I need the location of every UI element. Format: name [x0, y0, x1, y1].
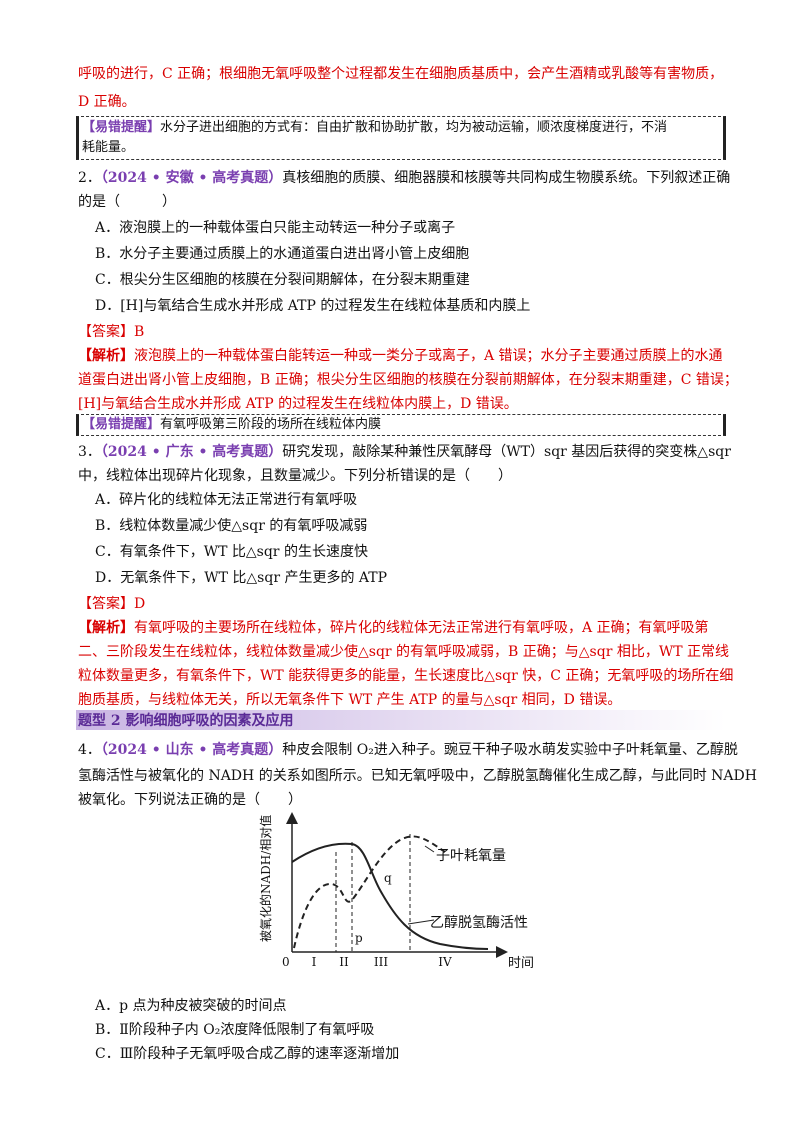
q3-analysis-line-1: 【解析】有氧呼吸的主要场所在线粒体，碎片化的线粒体无法正常进行有氧呼吸，A 正确… [78, 618, 709, 638]
curve-solid [291, 842, 489, 950]
q3-analysis-line-2: 二、三阶段发生在线粒体，线粒体数量减少使△sqr 的有氧呼吸减弱，B 正确；与△… [78, 644, 730, 660]
tip-1-line-2: 耗能量。 [82, 140, 135, 155]
tip-box-1 [76, 116, 726, 160]
nadh-figure: 子叶耗氧量 乙醇脱氢酶活性 q p 0 I II III IV 时间 被氧化的N… [258, 812, 534, 971]
q2-stem-1: 真核细胞的质膜、细胞器膜和核膜等共同构成生物膜系统。下列叙述正确 [282, 170, 731, 186]
stage-2: II [339, 955, 349, 969]
q2-stem-line-1: 2．（2024 • 安徽 • 高考真题）真核细胞的质膜、细胞器膜和核膜等共同构成… [78, 168, 730, 188]
q3-answer: 【答案】D [78, 596, 146, 612]
curve1-label: 子叶耗氧量 [436, 848, 506, 864]
prev-analysis-line-2: D 正确。 [78, 94, 136, 110]
q2-analysis-line-1: 【解析】液泡膜上的一种载体蛋白能转运一种或一类分子或离子，A 错误；水分子主要通… [78, 346, 723, 366]
x-axis-label: 时间 [508, 956, 534, 971]
origin-label: 0 [282, 955, 290, 969]
leader-1 [424, 845, 435, 853]
q3-analysis-1: 有氧呼吸的主要场所在线粒体，碎片化的线粒体无法正常进行有氧呼吸，A 正确；有氧呼… [134, 620, 709, 636]
tip-1-line-1: 【易错提醒】水分子进出细胞的方式有：自由扩散和协助扩散，均为被动运输，顺浓度梯度… [82, 118, 667, 138]
q3-stem-line-2: 中，线粒体出现碎片化现象，且数量减少。下列分析错误的是（ ） [78, 468, 512, 484]
q3-analysis-label: 【解析】 [78, 620, 134, 636]
q2-option-c: C．根尖分生区细胞的核膜在分裂间期解体，在分裂末期重建 [95, 272, 470, 288]
prev-analysis-line-1: 呼吸的进行，C 正确；根细胞无氧呼吸整个过程都发生在细胞质基质中，会产生酒精或乳… [78, 66, 724, 82]
q3-option-c: C．有氧条件下，WT 比△sqr 的生长速度快 [95, 544, 368, 560]
q3-analysis-line-4: 胞质基质，与线粒体无关，所以无氧条件下 WT 产生 ATP 的量与△sqr 相同… [78, 692, 622, 708]
section-title: 题型 2 影响细胞呼吸的因素及应用 [78, 713, 294, 729]
q4-option-b: B．Ⅱ阶段种子内 O₂浓度降低限制了有氧呼吸 [95, 1022, 375, 1038]
q3-stem-1: 研究发现，敲除某种兼性厌氧酵母（WT）sqr 基因后获得的突变株△sqr [282, 444, 731, 460]
curve-dashed [293, 835, 446, 949]
q2-source: （2024 • 安徽 • 高考真题） [100, 170, 283, 186]
q3-stem-line-1: 3．（2024 • 广东 • 高考真题）研究发现，敲除某种兼性厌氧酵母（WT）s… [78, 442, 731, 462]
q2-analysis-line-3: [H]与氧结合生成水并形成 ATP 的过程发生在线粒体内膜上，D 错误。 [78, 396, 518, 412]
tip-1-label: 【易错提醒】 [82, 120, 161, 135]
q3-option-a: A．碎片化的线粒体无法正常进行有氧呼吸 [95, 492, 358, 508]
tip-1-text-1: 水分子进出细胞的方式有：自由扩散和协助扩散，均为被动运输，顺浓度梯度进行，不消 [160, 120, 668, 135]
q4-stem-line-3: 被氧化。下列说法正确的是（ ） [78, 792, 302, 808]
q2-analysis-label: 【解析】 [78, 348, 134, 364]
curve2-label: 乙醇脱氢酶活性 [430, 914, 528, 931]
q4-source: （2024 • 山东 • 高考真题） [100, 742, 283, 758]
point-p: p [355, 931, 363, 945]
stage-1: I [312, 955, 317, 969]
q2-analysis-line-2: 道蛋白进出肾小管上皮细胞，B 正确；根尖分生区细胞的核膜在分裂前期解体，在分裂末… [78, 372, 738, 388]
q2-number: 2． [78, 170, 101, 186]
q4-stem-line-1: 4．（2024 • 山东 • 高考真题）种皮会限制 O₂进入种子。豌豆干种子吸水… [78, 740, 738, 760]
y-axis-label: 被氧化的NADH/相对值 [258, 815, 273, 942]
q3-option-b: B．线粒体数量减少使△sqr 的有氧呼吸减弱 [95, 518, 368, 534]
stage-4: IV [438, 955, 452, 969]
tip-box-2 [76, 414, 726, 436]
q2-analysis-1: 液泡膜上的一种载体蛋白能转运一种或一类分子或离子，A 错误；水分子主要通过质膜上… [134, 348, 723, 364]
stage-3: III [374, 955, 388, 969]
q3-analysis-line-3: 粒体数量更多，有氧条件下，WT 能获得更多的能量，生长速度比△sqr 快，C 正… [78, 668, 734, 684]
q4-option-c: C．Ⅲ阶段种子无氧呼吸合成乙醇的速率逐渐增加 [95, 1046, 400, 1062]
q3-option-d: D．无氧条件下，WT 比△sqr 产生更多的 ATP [95, 570, 388, 586]
tip-2-label: 【易错提醒】 [82, 417, 161, 432]
tip-2-line: 【易错提醒】有氧呼吸第三阶段的场所在线粒体内膜 [82, 415, 381, 435]
q4-stem-line-2: 氢酶活性与被氧化的 NADH 的关系如图所示。已知无氧呼吸中，乙醇脱氢酶催化生成… [78, 768, 757, 784]
q3-source: （2024 • 广东 • 高考真题） [100, 444, 283, 460]
point-q: q [384, 871, 392, 885]
q2-option-d: D．[H]与氧结合生成水并形成 ATP 的过程发生在线粒体基质和内膜上 [95, 298, 531, 314]
q4-option-a: A．p 点为种皮被突破的时间点 [95, 998, 287, 1014]
q2-stem-line-2: 的是（ ） [78, 194, 176, 210]
q2-option-a: A．液泡膜上的一种载体蛋白只能主动转运一种分子或离子 [95, 220, 456, 236]
tip-2-text: 有氧呼吸第三阶段的场所在线粒体内膜 [160, 417, 382, 432]
q3-number: 3． [78, 444, 101, 460]
q4-stem-1: 种皮会限制 O₂进入种子。豌豆干种子吸水萌发实验中子叶耗氧量、乙醇脱 [282, 742, 738, 758]
section-header: 题型 2 影响细胞呼吸的因素及应用 [76, 710, 726, 730]
q4-number: 4． [78, 742, 101, 758]
leader-2 [407, 919, 435, 925]
q2-answer: 【答案】B [78, 324, 145, 340]
q2-option-b: B．水分子主要通过质膜上的水通道蛋白进出肾小管上皮细胞 [95, 246, 470, 262]
